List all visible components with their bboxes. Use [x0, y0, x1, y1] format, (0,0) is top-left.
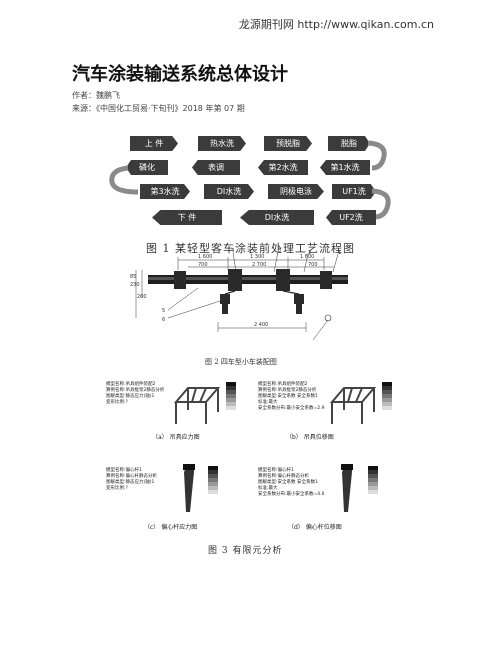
- part-number: 1: [338, 250, 341, 256]
- part-number: 2: [308, 250, 311, 256]
- part-number: 3: [278, 248, 281, 254]
- flow-step: 上 件: [130, 136, 178, 151]
- flow-step: 表调: [192, 160, 240, 175]
- process-flowchart: 上 件 热水洗 预脱脂 脱脂 磷化 表调 第2水洗 第1水洗 第3水洗 DI水洗…: [108, 130, 391, 230]
- figure2-caption: 图 2 四车型小车装配图: [205, 358, 277, 366]
- panel-c-info: 模型名称:偏心杆1 算例名称:偏心杆静态分析 图解类型:静态应力(轴)1 变形比…: [106, 468, 158, 491]
- trolley-assembly-drawing: 1 600 1 300 1 600 700 2 700 700 2 400 85…: [130, 248, 348, 341]
- flow-step: DI水洗: [204, 184, 254, 199]
- panel-b-info: 模型名称:吊具组件装配2 算例名称:吊具框架2静态分析 图解类型:安全系数 安全…: [258, 382, 325, 411]
- panel-d-info: 模型名称:偏心杆1 算例名称:偏心杆静态分析 图解类型:安全系数 安全系数1 标…: [258, 468, 325, 497]
- dimension-label: 1 600: [198, 254, 212, 260]
- eccentric-rod-stress-model: [183, 464, 195, 512]
- dimension-label: 700: [198, 262, 208, 268]
- part-number: 4: [231, 248, 234, 254]
- flow-step: UF2洗: [326, 210, 376, 225]
- dimension-label: 2 400: [254, 322, 268, 328]
- flow-step: 阴极电泳: [268, 184, 324, 199]
- flow-step: UF1洗: [332, 184, 376, 199]
- color-legend: [226, 382, 236, 410]
- right-turn-arrow-icon: [367, 140, 387, 171]
- article-source: 来源：《中国化工贸易·下旬刊》2018 年第 07 期: [72, 104, 245, 113]
- flow-step: 热水洗: [198, 136, 246, 151]
- site-header: 龙源期刊网 http://www.qikan.com.cn: [238, 18, 434, 31]
- flow-step: 脱脂: [328, 136, 370, 151]
- right-turn-arrow-icon: [371, 188, 391, 220]
- part-number: 6: [162, 317, 165, 323]
- fea-figure: 模型名称:吊具组件装配2 算例名称:吊具框架2静态分析 图解类型:静态应力(轴)…: [100, 376, 400, 536]
- flow-step: 第2水洗: [258, 160, 308, 175]
- dimension-label: 85: [130, 274, 136, 280]
- flow-step: 第1水洗: [320, 160, 370, 175]
- panel-b-label: （b） 吊具位移图: [286, 434, 334, 441]
- panel-c-label: （c） 偏心杆应力图: [144, 524, 198, 531]
- hanger-frame-stress-model: [173, 387, 221, 424]
- color-legend: [382, 382, 392, 410]
- flow-step: 磷化: [126, 160, 168, 175]
- article-title: 汽车涂装输送系统总体设计: [72, 64, 288, 85]
- figure3-caption: 图 3 有限元分析: [208, 546, 283, 556]
- color-legend: [368, 466, 378, 494]
- flow-step: 下 件: [152, 210, 222, 225]
- dimension-label: 200: [137, 294, 147, 300]
- hanger-frame-displacement-model: [329, 387, 377, 424]
- panel-a-info: 模型名称:吊具组件装配2 算例名称:吊具框架2静态分析 图解类型:静态应力(轴)…: [106, 382, 165, 405]
- eccentric-rod-displacement-model: [341, 464, 353, 512]
- flow-step: 预脱脂: [264, 136, 312, 151]
- figure1-caption: 图 1 某轻型客车涂装前处理工艺流程图: [146, 242, 355, 255]
- dimension-label: 230: [130, 282, 140, 288]
- left-turn-arrow-icon: [109, 165, 139, 195]
- flow-step: 第3水洗: [140, 184, 190, 199]
- article-author: 作者：魏鹏飞: [72, 91, 120, 100]
- flow-step: DI水洗: [240, 210, 314, 225]
- dimension-label: 700: [308, 262, 318, 268]
- color-legend: [208, 466, 218, 494]
- dimension-label: 1 300: [250, 254, 264, 260]
- dimension-label: 2 700: [252, 262, 266, 268]
- dimension-label: 1 600: [300, 254, 314, 260]
- panel-d-label: （d） 偏心杆位移图: [288, 524, 342, 531]
- panel-a-label: （a） 吊具应力图: [152, 434, 200, 441]
- part-number: 5: [162, 308, 165, 314]
